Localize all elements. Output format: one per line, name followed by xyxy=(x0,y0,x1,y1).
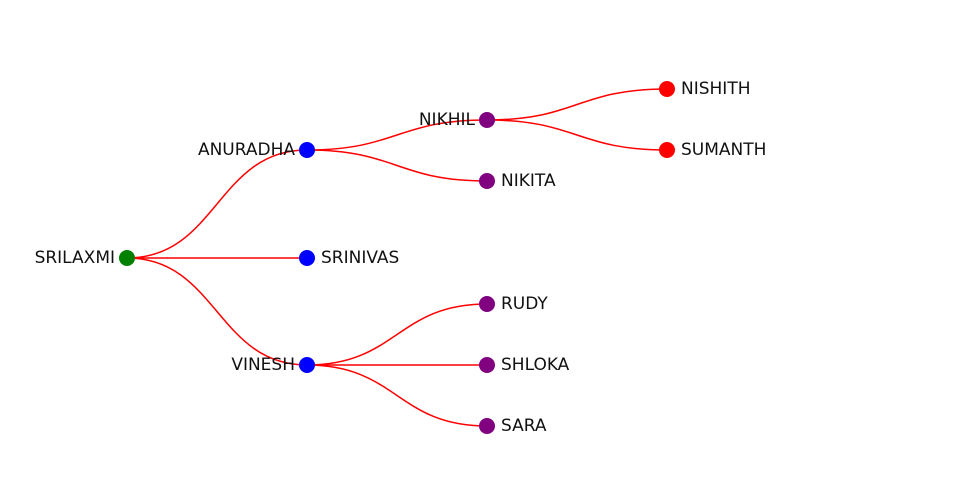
link-vinesh-to-sara xyxy=(306,364,488,427)
node-label-srilaxmi: SRILAXMI xyxy=(35,248,115,268)
node-label-vinesh: VINESH xyxy=(231,355,295,375)
node-circle-srinivas[interactable] xyxy=(299,250,315,266)
node-circle-vinesh[interactable] xyxy=(299,357,315,373)
node-nishith[interactable]: NISHITH xyxy=(659,79,751,99)
node-circle-sara[interactable] xyxy=(479,418,495,434)
link-anuradha-to-nikhil xyxy=(306,119,488,151)
node-label-shloka: SHLOKA xyxy=(501,355,570,375)
link-anuradha-to-nikita xyxy=(306,149,488,182)
node-label-nikita: NIKITA xyxy=(501,171,556,191)
node-sara[interactable]: SARA xyxy=(479,416,547,436)
tree-nodes: SRILAXMI ANURADHA NIKHIL NISHITH SUMANTH NIKI… xyxy=(35,79,767,436)
node-label-nikhil: NIKHIL xyxy=(419,110,476,130)
link-nikhil-to-nishith xyxy=(486,88,668,121)
node-circle-nikhil[interactable] xyxy=(479,112,495,128)
node-circle-anuradha[interactable] xyxy=(299,142,315,158)
link-nikhil-to-sumanth xyxy=(486,119,668,151)
node-circle-srilaxmi[interactable] xyxy=(119,250,135,266)
node-label-srinivas: SRINIVAS xyxy=(321,248,399,268)
node-circle-sumanth[interactable] xyxy=(659,142,675,158)
node-nikhil[interactable]: NIKHIL xyxy=(419,110,495,130)
link-srilaxmi-to-vinesh xyxy=(126,257,308,366)
node-rudy[interactable]: RUDY xyxy=(479,294,548,314)
node-srinivas[interactable]: SRINIVAS xyxy=(299,248,399,268)
link-srilaxmi-to-anuradha xyxy=(126,149,308,259)
node-anuradha[interactable]: ANURADHA xyxy=(198,140,315,160)
node-label-rudy: RUDY xyxy=(501,294,548,314)
node-nikita[interactable]: NIKITA xyxy=(479,171,556,191)
node-circle-nishith[interactable] xyxy=(659,81,675,97)
node-srilaxmi[interactable]: SRILAXMI xyxy=(35,248,135,268)
node-shloka[interactable]: SHLOKA xyxy=(479,355,570,375)
node-label-anuradha: ANURADHA xyxy=(198,140,295,160)
node-circle-nikita[interactable] xyxy=(479,173,495,189)
node-sumanth[interactable]: SUMANTH xyxy=(659,140,766,160)
tree-links xyxy=(126,88,668,427)
node-label-nishith: NISHITH xyxy=(681,79,751,99)
node-label-sumanth: SUMANTH xyxy=(681,140,766,160)
node-circle-shloka[interactable] xyxy=(479,357,495,373)
node-vinesh[interactable]: VINESH xyxy=(231,355,315,375)
node-circle-rudy[interactable] xyxy=(479,296,495,312)
node-label-sara: SARA xyxy=(501,416,547,436)
link-vinesh-to-rudy xyxy=(306,303,488,366)
